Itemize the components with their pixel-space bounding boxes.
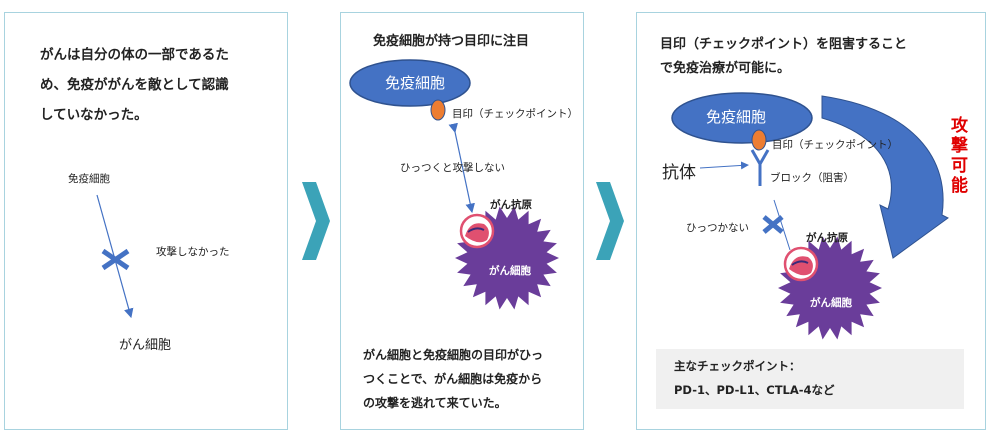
panel-before: [4, 12, 288, 430]
chevron-arrow-1: [302, 182, 330, 260]
no-hook-label: ひっつかない: [686, 222, 749, 234]
cancer-cell-text-3: がん細胞: [810, 297, 852, 309]
no-attack-label: 攻撃しなかった: [156, 246, 230, 258]
antibody-label-arrow: [699, 161, 749, 170]
checkpoint-list-items: PD-1、PD-L1、CTLA-4など: [674, 383, 835, 397]
cancer-antigen-label-3: がん抗原: [806, 232, 848, 244]
hook-no-attack-label: ひっつくと攻撃しない: [400, 162, 505, 174]
cancer-antigen-icon-3: [783, 246, 819, 282]
immune-cell-text-3: 免疫細胞: [706, 108, 767, 126]
panel3-title: 目印（チェックポイント）を阻害すること で免疫治療が可能に。: [660, 37, 908, 76]
hook-arrow: [448, 122, 475, 214]
antibody-label: 抗体: [662, 163, 696, 183]
cancer-cell-text: がん細胞: [489, 265, 531, 277]
checkpoint-label: 目印（チェックポイント）: [452, 108, 578, 120]
cancer-antigen-icon: [459, 213, 495, 249]
no-hook-arrow: [773, 199, 791, 251]
immune-cell-label: 免疫細胞: [68, 173, 110, 185]
immune-cell-shape: [349, 59, 471, 107]
immune-cell-shape-3: [671, 92, 813, 144]
checkpoint-marker-icon-3: [751, 129, 767, 151]
attack-possible-label: 攻 撃 可 能: [951, 116, 968, 196]
checkpoint-marker-icon: [430, 99, 446, 121]
panel1-description: がんは自分の体の一部であるた め、免疫ががんを敵として認識 していなかった。: [40, 47, 229, 123]
panel2-description: がん細胞と免疫細胞の目印がひっ つくことで、がん細胞は免疫から の攻撃を逃れて来…: [363, 348, 544, 410]
blocked-x-icon: [101, 248, 130, 271]
no-hook-x-icon: [762, 215, 784, 234]
immune-cell-text: 免疫細胞: [385, 74, 446, 92]
attack-curve-arrow: [821, 95, 949, 259]
panel2-title: 免疫細胞が持つ目印に注目: [373, 34, 530, 49]
checkpoint-list-box: [656, 349, 964, 409]
cancer-cell-label: がん細胞: [119, 338, 172, 353]
block-label: ブロック（阻害）: [770, 172, 854, 184]
checkpoint-list-title: 主なチェックポイント：: [674, 359, 801, 373]
checkpoint-label-3: 目印（チェックポイント）: [772, 139, 898, 151]
antibody-icon: [750, 149, 770, 186]
cancer-antigen-label: がん抗原: [490, 199, 532, 211]
chevron-arrow-2: [596, 182, 624, 260]
